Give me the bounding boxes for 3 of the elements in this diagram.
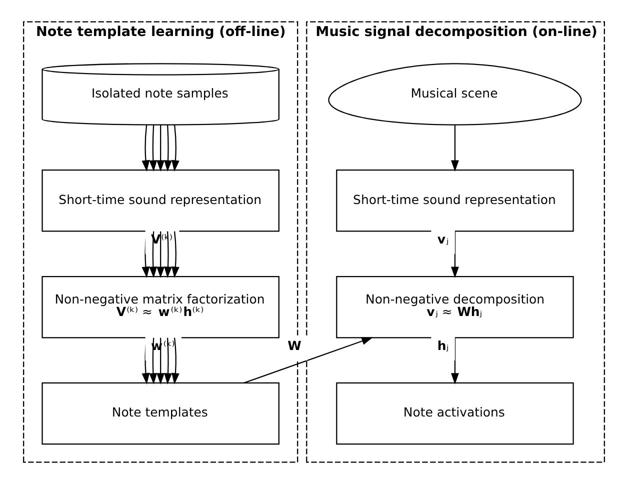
edge-label: hⱼ	[437, 338, 449, 354]
edge-label: W	[288, 338, 302, 353]
edge-label: vⱼ	[437, 232, 449, 247]
